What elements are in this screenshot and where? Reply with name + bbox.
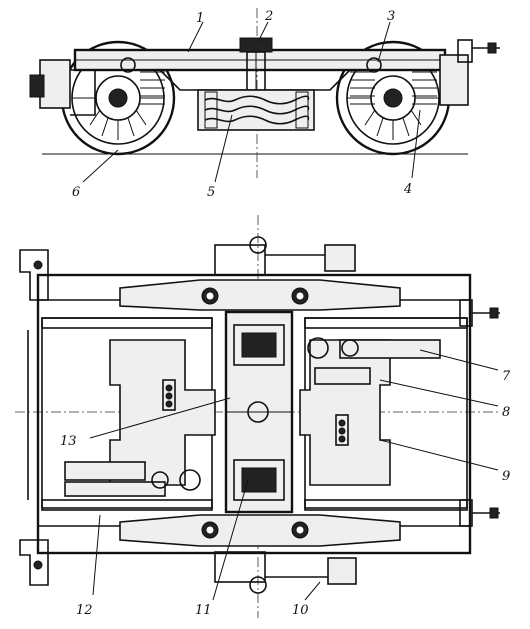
right-wheelset-plan [299, 317, 468, 509]
plan-view: 7 8 9 10 11 12 13 [15, 215, 511, 618]
callout-5: 5 [207, 185, 215, 200]
lever-rods [214, 236, 357, 594]
callout-9: 9 [502, 469, 510, 484]
bolster-pivot [239, 37, 273, 93]
plan-view-leader-lines [89, 349, 499, 601]
longitudinal-rods [41, 317, 468, 511]
callout-10: 10 [292, 603, 309, 618]
callout-11: 11 [195, 603, 212, 618]
callout-4: 4 [403, 182, 412, 197]
top-side-beam [119, 279, 401, 311]
right-axlebox-springs [350, 39, 500, 106]
right-end-couplers [459, 299, 500, 527]
left-end-brackets [19, 249, 49, 586]
callout-12: 12 [76, 603, 93, 618]
left-wheel [60, 40, 176, 156]
callout-8: 8 [502, 405, 510, 420]
central-bolster [224, 310, 294, 514]
left-wheelset-plan [41, 317, 216, 509]
side-elevation-view: 1 2 3 4 5 6 [29, 8, 500, 200]
callout-7: 7 [502, 369, 511, 384]
bottom-side-beam [119, 514, 401, 547]
callout-3: 3 [387, 9, 395, 24]
callout-6: 6 [72, 185, 80, 200]
side-frame [73, 48, 447, 91]
left-axlebox-springs [29, 57, 165, 116]
callout-13: 13 [60, 434, 77, 449]
callout-1: 1 [196, 11, 204, 26]
central-spring-pack [197, 89, 315, 131]
side-view-leader-lines [82, 21, 421, 183]
callout-2: 2 [264, 9, 273, 24]
